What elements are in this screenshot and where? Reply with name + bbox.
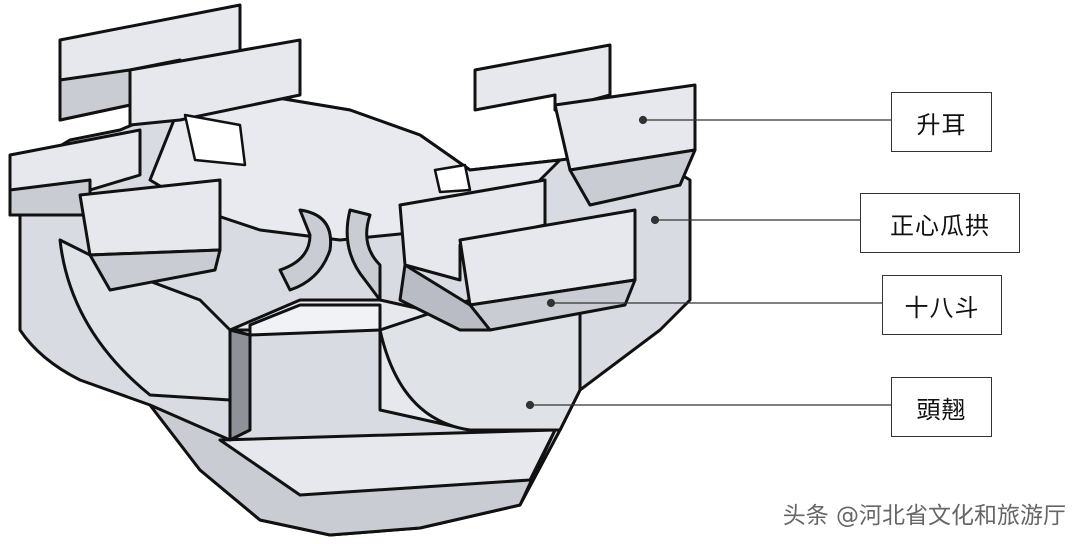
tenon-left-2 — [78, 178, 222, 257]
center-groove-left — [183, 113, 247, 167]
bottom-skirt-face — [218, 428, 557, 497]
label-toujiao: 頭翹 — [891, 377, 992, 437]
label-zhengxin-guagong: 正心瓜拱 — [860, 193, 1020, 253]
tenon-back-left-2 — [128, 38, 302, 127]
leader-dot-shenger — [638, 115, 648, 125]
arch-cutout-right — [345, 208, 382, 302]
label-shibadou: 十八斗 — [882, 275, 1002, 335]
leader-dot-zhengxin — [650, 215, 660, 225]
watermark-text: 头条 @河北省文化和旅游厅 — [782, 503, 1066, 529]
right-bowl — [378, 298, 582, 432]
leader-dot-shibadou — [546, 298, 556, 308]
tenon-left-2-face — [88, 248, 222, 292]
label-shenger: 升耳 — [891, 92, 992, 152]
left-bowl — [58, 238, 232, 402]
tenon-back-left-1-face — [58, 68, 132, 122]
tenon-right-lower — [398, 263, 492, 332]
leader-dot-toujiao — [525, 400, 535, 410]
tenon-back-right-2-face — [568, 148, 697, 207]
toujiao-block-left — [228, 328, 252, 442]
center-groove-right — [433, 163, 472, 194]
toujiao-block-top — [248, 303, 382, 337]
arch-cutout-left — [278, 208, 333, 292]
